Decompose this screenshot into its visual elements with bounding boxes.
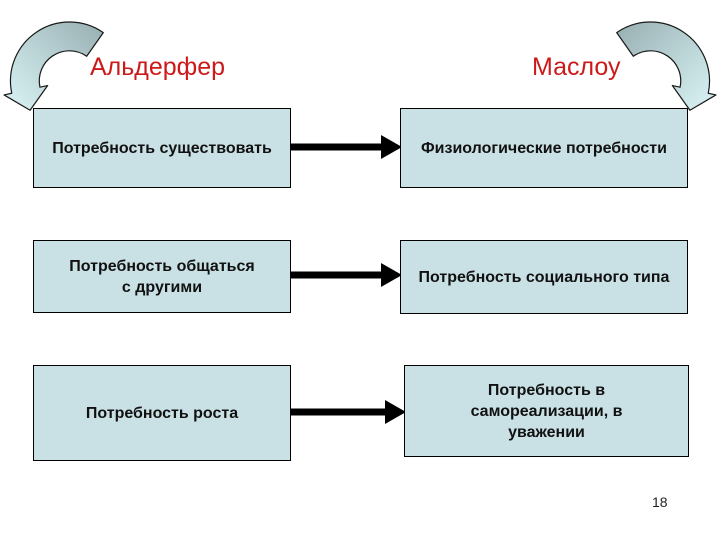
- arrow-right-head-icon: [381, 135, 402, 159]
- arrow-right-head-icon: [381, 263, 402, 287]
- curved-arrow-down-left-icon: [3, 21, 104, 111]
- need-box-social: Потребность социального типа: [400, 240, 688, 314]
- need-box-physiological-label: Физиологические потребности: [421, 139, 667, 157]
- connector-arrow-row1: [290, 134, 402, 160]
- arrow-shaft: [290, 408, 387, 416]
- need-box-physiological: Физиологические потребности: [400, 108, 688, 188]
- arrow-shaft: [290, 143, 383, 151]
- need-box-growth-label: Потребность роста: [85, 404, 239, 422]
- arrow-shaft: [290, 271, 383, 279]
- need-box-exist-label: Потребность существовать: [52, 139, 272, 157]
- arrow-right-head-icon: [385, 400, 406, 424]
- need-box-communicate-label: Потребность общаться с другими: [69, 257, 255, 296]
- page-number: 18: [652, 494, 668, 510]
- need-box-social-label: Потребность социального типа: [418, 268, 670, 286]
- need-box-selfactualization-label: Потребность в самореализации, в уважении: [470, 381, 623, 441]
- need-box-communicate: Потребность общаться с другими: [33, 240, 291, 313]
- curved-arrow-down-right-icon: [616, 21, 717, 111]
- need-box-growth: Потребность роста: [33, 365, 291, 461]
- need-box-selfactualization: Потребность в самореализации, в уважении: [404, 365, 689, 457]
- connector-arrow-row2: [290, 262, 402, 288]
- need-box-exist: Потребность существовать: [33, 108, 291, 188]
- connector-arrow-row3: [290, 399, 406, 425]
- column-title-alderfer: Альдерфер: [90, 53, 226, 81]
- column-title-maslow: Маслоу: [532, 53, 621, 81]
